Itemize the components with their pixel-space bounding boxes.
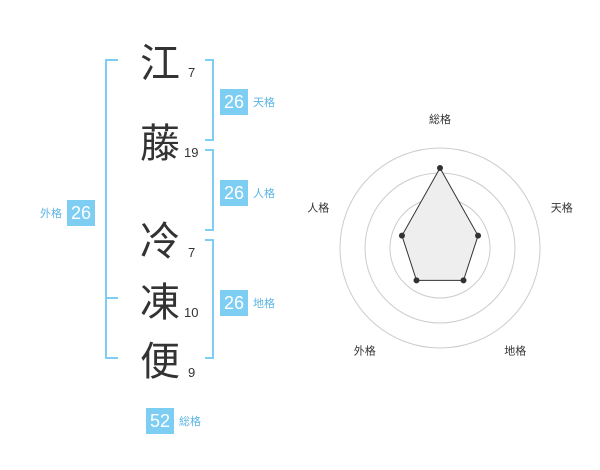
gaikaku-value: 26 (67, 200, 95, 226)
chikaku-value: 26 (220, 290, 248, 316)
gaikaku-badge: 外格 26 (40, 200, 95, 226)
radar-axis-label-1: 総格 (429, 112, 451, 126)
stroke-count-5: 9 (188, 365, 196, 380)
radar-polygon (401, 166, 479, 281)
name-char-1: 江 (140, 41, 180, 87)
chikaku-badge: 26 地格 (220, 290, 275, 316)
tenkaku-badge: 26 天格 (220, 89, 275, 115)
jinkaku-bracket (205, 149, 214, 231)
stroke-count-3: 7 (188, 245, 196, 260)
radar-point-2 (475, 232, 482, 239)
radar-ring-4 (339, 147, 541, 349)
soukaku-label: 総格 (179, 415, 201, 428)
tenkaku-label: 天格 (253, 96, 275, 109)
radar-axis-label-4: 外格 (354, 344, 376, 358)
jinkaku-value: 26 (220, 180, 248, 206)
radar-point-4 (413, 277, 420, 284)
radar-axis-label-3: 地格 (504, 344, 526, 358)
jinkaku-label: 人格 (253, 187, 275, 200)
tenkaku-bracket (205, 59, 214, 141)
stroke-count-1: 7 (188, 65, 196, 80)
name-char-5: 便 (140, 339, 180, 385)
tenkaku-value: 26 (220, 89, 248, 115)
gaikaku-bracket (105, 59, 118, 359)
name-char-4: 凍 (140, 280, 180, 326)
radar-point-5 (398, 232, 405, 239)
chikaku-label: 地格 (253, 297, 275, 310)
soukaku-badge: 52 総格 (146, 408, 201, 434)
jinkaku-badge: 26 人格 (220, 180, 275, 206)
radar-axis-label-2: 天格 (551, 200, 573, 214)
stroke-count-2: 19 (184, 145, 199, 160)
name-char-2: 藤 (140, 121, 180, 167)
name-char-3: 冷 (140, 219, 180, 265)
soukaku-value: 52 (146, 408, 174, 434)
gaikaku-label: 外格 (40, 207, 62, 220)
chikaku-bracket (205, 239, 214, 359)
radar-axis-label-5: 人格 (307, 200, 329, 214)
radar-point-3 (460, 277, 467, 284)
radar-point-1 (437, 165, 443, 171)
stroke-count-4: 10 (184, 305, 199, 320)
